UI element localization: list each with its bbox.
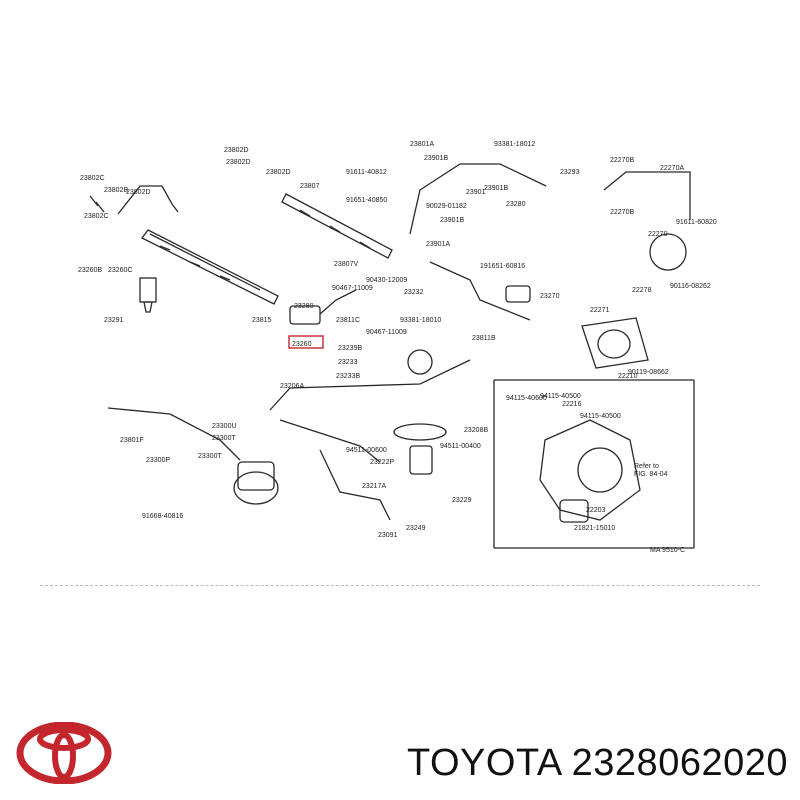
- part-label: 23091: [378, 532, 398, 539]
- part-label: 90029-01182: [426, 203, 467, 210]
- part-label: 23815: [252, 317, 272, 324]
- part-label: 90467-11009: [332, 285, 373, 292]
- part-label: 23222P: [370, 459, 394, 466]
- part-label: 22270B: [610, 157, 634, 164]
- part-label: 23233: [338, 359, 358, 366]
- part-label: 23239B: [338, 345, 362, 352]
- part-label: 23300T: [212, 435, 236, 442]
- part-label: 191651-60816: [480, 263, 525, 270]
- part-label: 22278: [632, 287, 652, 294]
- divider-line: [40, 585, 760, 586]
- fuel-pump-assembly: [393, 349, 447, 475]
- part-label: 23811C: [336, 317, 360, 324]
- part-label: 94115-40500: [580, 413, 621, 420]
- brand-name: TOYOTA: [406, 742, 561, 784]
- part-label: 23293: [560, 169, 580, 176]
- part-label: 91651-40850: [346, 197, 387, 204]
- part-label: 23801F: [120, 437, 144, 444]
- part-label: 23270: [540, 293, 560, 300]
- part-label: 90116-08262: [670, 283, 711, 290]
- highlight-box: [288, 335, 324, 349]
- part-label: 90119-08662: [628, 369, 669, 376]
- part-label: 23802B: [104, 187, 128, 194]
- part-label: 94511-00400: [440, 443, 481, 450]
- part-label: 23807: [300, 183, 320, 190]
- iac-valve: [603, 171, 691, 271]
- part-label: 94115-40500: [540, 393, 581, 400]
- part-label: 22270A: [660, 165, 684, 172]
- part-label: Refer to: [634, 463, 659, 470]
- part-label: 23901B: [440, 217, 464, 224]
- brand-and-part-number: TOYOTA 2328062020: [407, 742, 788, 785]
- gasket-22271: [581, 317, 649, 369]
- part-label: 23260B: [78, 267, 102, 274]
- part-label: FIG. 84-04: [634, 471, 668, 478]
- part-label: 21821-15010: [574, 525, 615, 532]
- pressure-hose-23300: [107, 407, 279, 505]
- part-label: 23300U: [212, 423, 237, 430]
- part-label: 23260C: [108, 267, 133, 274]
- part-label: 23901: [466, 189, 486, 196]
- part-label: 94511-00600: [346, 447, 387, 454]
- return-pipe: [269, 359, 471, 521]
- part-label: 23233B: [336, 373, 360, 380]
- vsv-23270: [505, 285, 531, 303]
- part-label: 22270: [648, 231, 668, 238]
- part-label: 91611-40812: [346, 169, 387, 176]
- part-label: 23802D: [226, 159, 251, 166]
- part-label: 23802D: [126, 189, 151, 196]
- part-label: 23901A: [426, 241, 450, 248]
- part-label: 23206A: [280, 383, 304, 390]
- part-label: 93381-18012: [494, 141, 535, 148]
- fuel-rail-left: [141, 229, 279, 305]
- part-label: 23208B: [464, 427, 488, 434]
- part-label: 23802C: [84, 213, 109, 220]
- pressure-regulator: [289, 289, 357, 325]
- part-label: 23249: [406, 525, 426, 532]
- part-label: 23217A: [362, 483, 386, 490]
- toyota-logo-icon: [16, 722, 112, 784]
- part-number: 2328062020: [571, 742, 788, 784]
- part-label: 90467-11009: [366, 329, 407, 336]
- pipe-23801a: [409, 163, 547, 321]
- part-label: 94115-40600: [506, 395, 547, 402]
- part-label: 93381-18010: [400, 317, 441, 324]
- part-label: 22271: [590, 307, 610, 314]
- part-label: 23811B: [472, 335, 496, 342]
- part-label: 90430-12009: [366, 277, 407, 284]
- injector-left: [139, 277, 157, 313]
- part-label: 23801A: [410, 141, 434, 148]
- fuel-rail-right: [281, 193, 393, 259]
- part-label: 91668-40816: [142, 513, 183, 520]
- throttle-body-box: [493, 379, 695, 549]
- part-label: 91611-60820: [676, 219, 717, 226]
- part-label: 23229: [452, 497, 472, 504]
- part-label: 22210: [618, 373, 638, 380]
- part-label: 23300P: [146, 457, 170, 464]
- parts-diagram: 23802C23802D23802B23802C23802D23802D2380…: [78, 141, 717, 554]
- part-label: 22216: [562, 401, 582, 408]
- part-label: MA 9510-C: [650, 547, 685, 554]
- part-label: 23260: [292, 341, 312, 348]
- part-labels: 23802C23802D23802B23802C23802D23802D2380…: [78, 141, 717, 554]
- part-label: 23280: [294, 303, 314, 310]
- part-label: 22270B: [610, 209, 634, 216]
- part-label: 23802D: [224, 147, 249, 154]
- part-label: 23802D: [266, 169, 291, 176]
- part-label: 23280: [506, 201, 526, 208]
- part-label: 23901B: [424, 155, 448, 162]
- part-label: 23807V: [334, 261, 358, 268]
- part-label: 23802C: [80, 175, 105, 182]
- part-label: 22203: [586, 507, 606, 514]
- part-label: 23901B: [484, 185, 508, 192]
- part-label: 23300T: [198, 453, 222, 460]
- crossover-pipe: [89, 185, 179, 215]
- part-label: 23291: [104, 317, 124, 324]
- part-label: 23232: [404, 289, 424, 296]
